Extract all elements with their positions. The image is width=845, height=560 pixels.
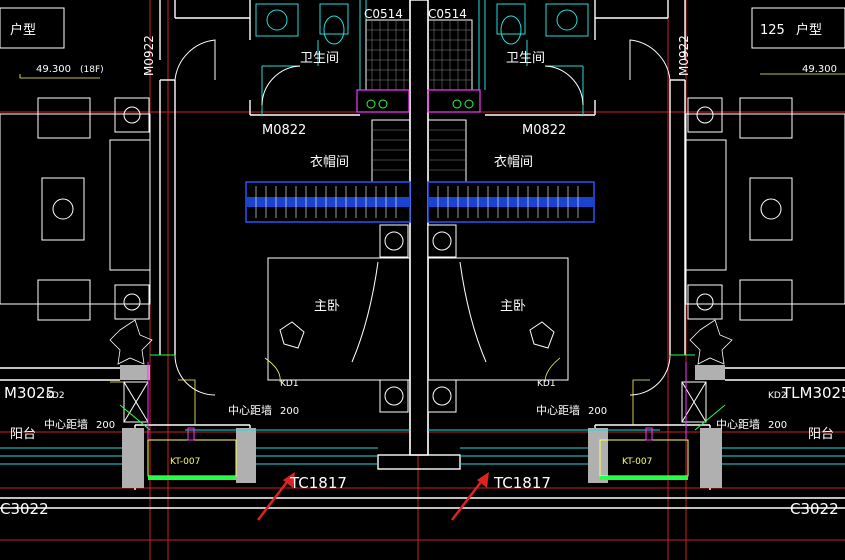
living-furniture-right [685,97,845,321]
unit-type-boxes [0,7,845,49]
door-m0822-right: M0822 [522,123,566,138]
living-furniture-left [0,97,151,321]
balcony-wall-blocks [120,365,725,488]
kd1-right: KD1 [537,379,556,389]
center-wall-left2-val: 200 [96,420,115,431]
elevation-left: 49.300 [36,64,71,75]
center-wall-left2: 中心距墙 [44,417,88,431]
room-master-left: 主卧 [314,299,340,314]
window-c3022-left: C3022 [0,500,49,518]
room-bathroom-right: 卫生间 [506,51,545,66]
ac-unit-right: KT-007 [622,457,652,467]
center-wall-right2: 中心距墙 [716,417,760,431]
shower-grid-lines [366,20,472,90]
window-c3022-right: C3022 [790,500,839,518]
closet-hatch [372,129,466,171]
door-m3025-left: M3025 [4,384,55,402]
kd2-right: KD2 [768,391,787,401]
room-master-right: 主卧 [500,299,526,314]
wardrobe-bars [245,181,595,223]
window-c0514-left: C0514 [364,7,403,21]
door-swings [174,39,671,396]
center-wall-left: 中心距墙 [228,403,272,417]
window-tc1817-left: TC1817 [289,474,347,492]
vanity-basins [366,99,474,109]
room-bathroom-left: 卫生间 [300,51,339,66]
room-closet-left: 衣帽间 [310,154,349,170]
center-wall-left-val: 200 [280,406,299,417]
window-glazing [0,0,845,465]
elevation-floor-left: (18F) [80,65,104,75]
unit-type-label-right: 户型 [796,22,822,38]
annotation-leaders [19,73,845,425]
kd2-left: KD2 [46,391,65,401]
kd1-left: KD1 [280,379,299,389]
door-m0922-left: M0922 [142,35,156,76]
center-wall-right-val: 200 [588,406,607,417]
ac-unit-left: KT-007 [170,457,200,467]
magenta-marks [147,362,687,441]
beds [267,257,569,381]
room-closet-right: 衣帽间 [494,154,533,170]
window-c0514-right: C0514 [428,7,467,21]
balcony-left: 阳台 [10,427,36,442]
plants [109,319,733,365]
window-tc1817-right: TC1817 [493,474,551,492]
balcony-right: 阳台 [808,427,834,442]
red-arrows [257,472,489,521]
green-marks [119,354,726,431]
unit-type-num-right: 125 [760,23,785,38]
center-wall-right2-val: 200 [768,420,787,431]
center-wall-right: 中心距墙 [536,403,580,417]
unit-type-label-left: 户型 [10,22,36,38]
door-m0922-right: M0922 [677,35,691,76]
nightstands [379,224,457,413]
door-tlm3025-right: TLM3025 [781,384,845,402]
vanity-counters [356,89,481,113]
wardrobe-hangers [255,186,579,218]
door-m0822-left: M0822 [262,123,306,138]
elevation-right: 49.300 [802,64,837,75]
